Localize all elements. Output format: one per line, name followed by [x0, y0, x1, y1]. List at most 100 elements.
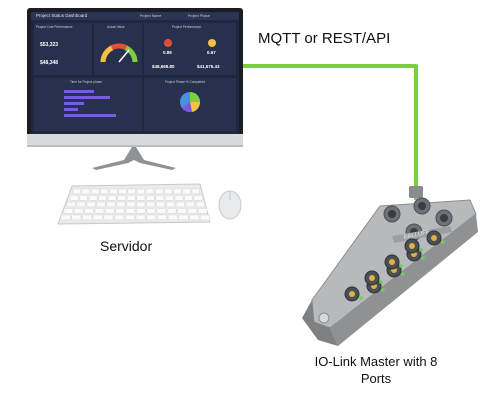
keyboard-key — [166, 208, 177, 214]
keyboard-key — [185, 201, 195, 208]
status-led — [379, 280, 383, 284]
keyboard-key — [174, 195, 184, 201]
keyboard-key — [155, 188, 164, 195]
keyboard-key — [106, 201, 116, 208]
keyboard-key — [79, 195, 88, 201]
keyboard-key — [117, 195, 126, 201]
keyboard-key — [197, 208, 208, 214]
keyboard-key — [200, 214, 210, 221]
keyboard-key — [72, 188, 81, 195]
keyboard-key — [166, 201, 176, 208]
keyboard-key — [182, 188, 191, 195]
keyboard-key — [88, 195, 98, 201]
status-led — [441, 240, 445, 244]
io-link-master-label: IO-Link Master with 8 Ports — [286, 353, 466, 387]
dashboard-filter-name: Project Name — [140, 14, 162, 18]
perf-value-1: 0.89 — [163, 50, 172, 55]
keyboard-key — [173, 188, 182, 195]
keyboard-key — [69, 195, 79, 201]
keyboard-key — [84, 208, 94, 214]
protocol-label: MQTT or REST/API — [258, 30, 391, 47]
keyboard-key — [125, 208, 136, 214]
perf-value-4: $41,575.43 — [197, 64, 220, 69]
panel-performance — [144, 23, 236, 75]
io-link-port-pins — [431, 235, 437, 241]
keyboard-key — [76, 201, 86, 208]
status-led — [419, 248, 423, 252]
keyboard-key — [91, 188, 100, 195]
keyboard-key — [175, 201, 185, 208]
keyboard-key — [136, 208, 146, 214]
panel-perf-title: Project Performance — [172, 25, 202, 29]
keyboard-key — [71, 214, 82, 221]
keyboard-key — [127, 188, 136, 195]
server-label: Servidor — [100, 238, 153, 254]
status-led — [359, 296, 363, 300]
keyboard-key — [156, 201, 166, 208]
panel-complete-title: Project Phase % Completed — [165, 80, 205, 84]
cable-connector — [409, 186, 423, 198]
io-link-port-pins — [349, 291, 355, 297]
keyboard — [57, 183, 211, 225]
keyboard-key — [177, 208, 187, 214]
keyboard-key — [81, 188, 90, 195]
status-led — [421, 256, 425, 260]
keyboard-key — [155, 195, 165, 201]
keyboard-key — [146, 208, 156, 214]
keyboard-key — [98, 195, 107, 201]
dashboard-filter-phase: Project Phase — [188, 14, 210, 18]
keyboard-key — [146, 201, 156, 208]
keyboard-key — [60, 214, 71, 221]
keyboard-key — [193, 195, 203, 201]
keyboard-key — [114, 214, 125, 221]
keyboard-key — [164, 188, 173, 195]
panel-cost-title: Project Cost Performance — [36, 25, 73, 29]
panel-gauge — [94, 23, 142, 75]
keyboard-key — [118, 188, 127, 195]
keyboard-key — [74, 208, 84, 214]
perf-value-2: 0.67 — [207, 50, 216, 55]
keyboard-key — [157, 214, 167, 221]
keyboard-key — [191, 188, 200, 195]
keyboard-key — [126, 201, 136, 208]
keyboard-key — [165, 195, 174, 201]
panel-phase-title: Time for Project phase — [70, 80, 102, 84]
panel-value-title: Actual Value — [107, 25, 125, 29]
keyboard-key — [105, 208, 115, 214]
keyboard-key — [184, 195, 193, 201]
keyboard-key — [109, 188, 118, 195]
panel-phase-time — [34, 78, 142, 131]
keyboard-key — [82, 214, 92, 221]
cost-value-1: $53,323 — [40, 42, 59, 48]
keyboard-key — [146, 214, 157, 221]
keyboard-key — [178, 214, 189, 221]
keyboard-key — [195, 201, 205, 208]
keyboard-key — [126, 195, 136, 201]
status-led — [381, 288, 385, 292]
monitor-chin — [27, 134, 243, 146]
keyboard-key — [136, 188, 145, 195]
panel-cost — [34, 23, 92, 75]
keyboard-key — [136, 195, 146, 201]
status-led — [399, 264, 403, 268]
keyboard-key — [100, 188, 109, 195]
mounting-hole — [318, 312, 330, 324]
cost-value-2: $48,348 — [40, 60, 59, 66]
status-led — [401, 272, 405, 276]
device-brand: BALLUFF — [403, 230, 430, 241]
keyboard-key — [125, 214, 135, 221]
perf-value-3: $48,668.80 — [152, 64, 175, 69]
io-link-port-pins — [369, 275, 375, 281]
io-link-port-pins — [409, 243, 415, 249]
keyboard-key — [156, 208, 166, 214]
keyboard-key — [136, 201, 146, 208]
keyboard-key — [86, 201, 96, 208]
keyboard-key — [103, 214, 114, 221]
io-link-port-pins — [389, 259, 395, 265]
keyboard-key — [94, 208, 105, 214]
keyboard-key — [187, 208, 197, 214]
warning-icon — [208, 39, 216, 47]
keyboard-key — [92, 214, 103, 221]
dashboard-title: Project Status Dashboard — [36, 13, 88, 18]
keyboard-key — [107, 195, 117, 201]
